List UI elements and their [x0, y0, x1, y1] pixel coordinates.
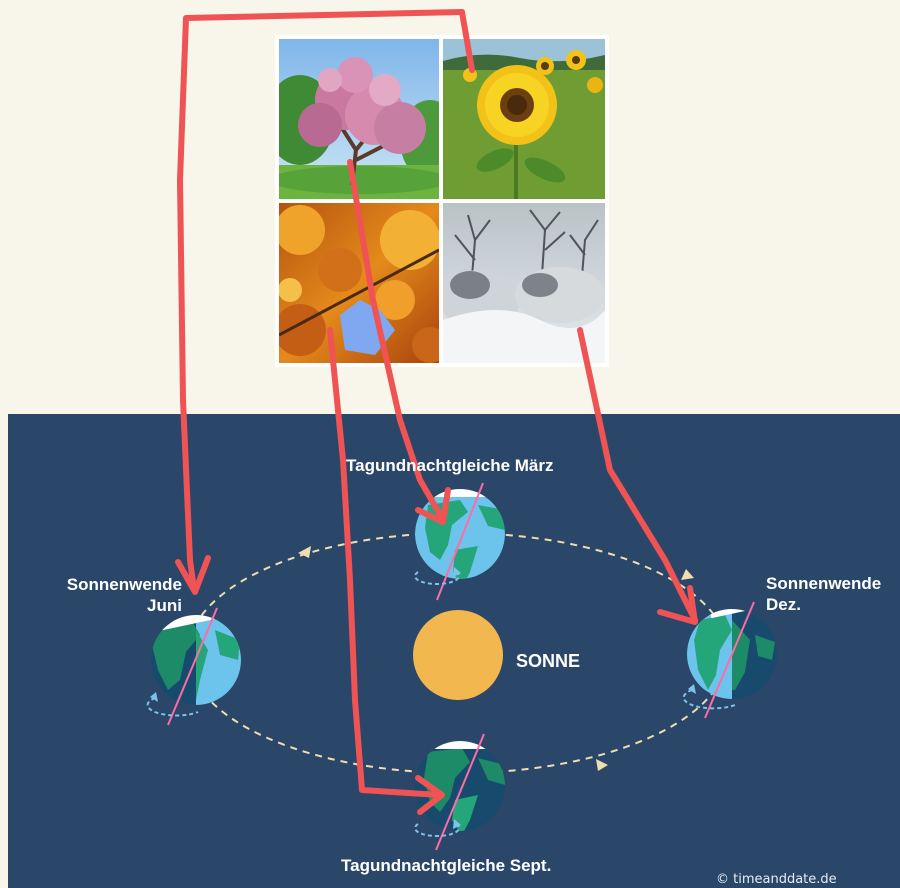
arrow-summer-to-june [175, 9, 475, 595]
label-december-solstice-line2: Dez. [766, 595, 801, 614]
winter-photo [443, 203, 605, 363]
arrow-spring-to-march [347, 159, 451, 525]
annotation-arrows [175, 9, 698, 815]
orbit-direction-arrows [298, 546, 694, 771]
label-march-equinox: Tagundnachtgleiche März [346, 456, 554, 475]
label-june-solstice-line1: Sonnenwende [66, 575, 182, 594]
arrow-autumn-to-september [327, 327, 445, 815]
label-sun: SONNE [516, 651, 581, 671]
season-photo-collage [275, 35, 609, 367]
earth-december-solstice [682, 601, 777, 719]
label-december-solstice-line1: Sonnenwende [766, 574, 882, 593]
sun [413, 610, 503, 700]
summer-photo [443, 39, 605, 199]
label-september-equinox: Tagundnachtgleiche Sept. [341, 856, 552, 875]
credit-text: © timeanddate.de [716, 872, 837, 887]
spring-photo [279, 39, 439, 199]
earth-june-solstice [146, 607, 241, 726]
arrow-winter-to-december [577, 327, 698, 625]
label-june-solstice-line2: Juni [147, 596, 182, 615]
